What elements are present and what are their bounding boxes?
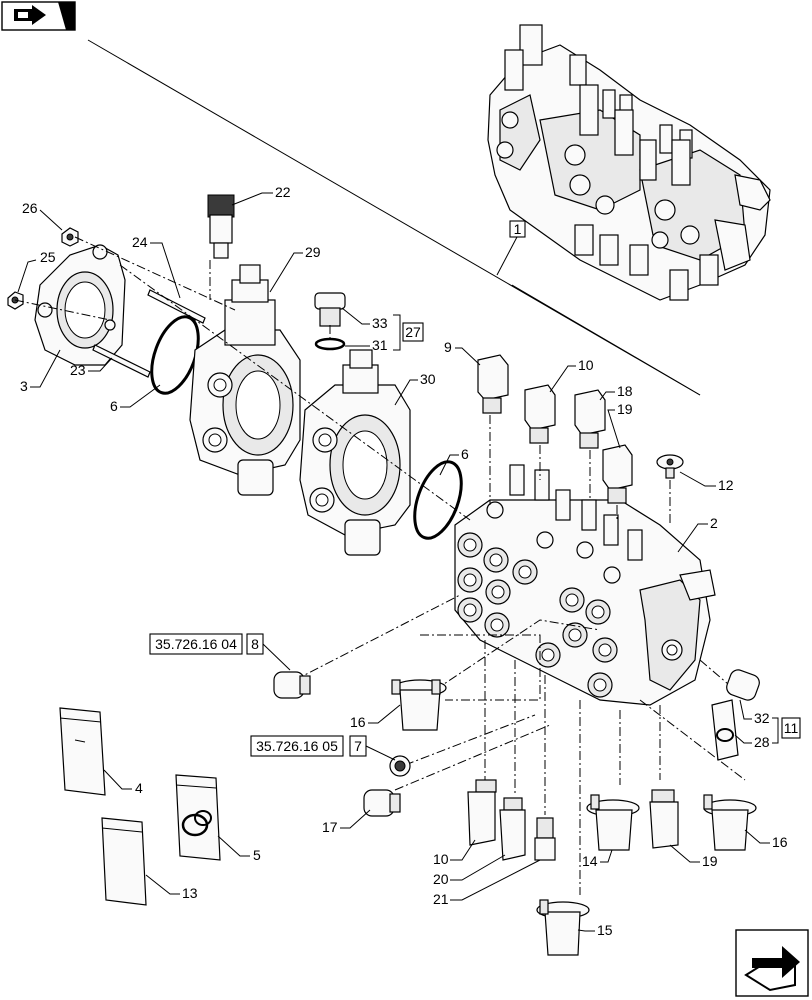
ref-box-1[interactable]: 1	[509, 220, 526, 238]
valve-section-30	[299, 349, 411, 556]
svg-text:15: 15	[597, 922, 613, 938]
cartridge-9	[477, 354, 509, 414]
svg-text:16: 16	[350, 714, 366, 730]
stud-23	[92, 344, 151, 378]
cartridge-18	[574, 389, 606, 449]
svg-text:2: 2	[710, 515, 718, 531]
svg-text:17: 17	[322, 819, 338, 835]
cartridge-10	[524, 384, 556, 444]
nut-26	[61, 227, 79, 247]
svg-text:9: 9	[444, 339, 452, 355]
bag-13	[101, 817, 147, 906]
svg-text:27: 27	[405, 324, 421, 340]
section-line-2	[511, 284, 701, 396]
assembled-valve-image	[487, 24, 771, 301]
svg-text:16: 16	[772, 834, 788, 850]
svg-text:10: 10	[578, 357, 594, 373]
svg-text:3: 3	[20, 378, 28, 394]
book-arrow-icon[interactable]	[1, 1, 76, 31]
svg-text:22: 22	[275, 184, 291, 200]
svg-text:14: 14	[582, 853, 598, 869]
ref-box-27[interactable]: 27	[402, 322, 424, 342]
ref-box-7[interactable]: 35.726.16 05 7	[250, 735, 367, 757]
svg-text:35.726.16 04: 35.726.16 04	[155, 636, 237, 652]
svg-text:20: 20	[433, 871, 449, 887]
cartridge-19-lower	[649, 789, 679, 849]
svg-text:23: 23	[70, 362, 86, 378]
svg-text:11: 11	[784, 720, 799, 736]
svg-text:30: 30	[420, 371, 436, 387]
svg-text:26: 26	[22, 200, 38, 216]
plug-17	[363, 789, 401, 817]
part-12	[656, 454, 684, 479]
svg-text:35.726.16 05: 35.726.16 05	[256, 738, 338, 754]
svg-text:4: 4	[135, 780, 143, 796]
svg-text:6: 6	[110, 398, 118, 414]
svg-text:32: 32	[754, 710, 770, 726]
svg-text:25: 25	[40, 249, 56, 265]
cartridge-20	[499, 797, 526, 861]
bracket	[393, 314, 401, 351]
o-ring-6-right	[413, 460, 463, 540]
cartridge-19	[602, 444, 633, 504]
bracket	[772, 717, 779, 744]
svg-text:31: 31	[372, 337, 388, 353]
end-cover-plate	[34, 244, 126, 366]
flange-16-left	[391, 679, 447, 731]
svg-text:13: 13	[182, 885, 198, 901]
cartridge-10-lower	[467, 779, 497, 846]
flange-14	[586, 794, 640, 851]
bag-4	[59, 707, 106, 796]
callouts: 26 25 24 22 29 3 23 6 33 31 9 10 18 19 3…	[17, 184, 788, 938]
plug-32	[726, 669, 760, 701]
leader	[365, 745, 396, 761]
svg-text:24: 24	[132, 234, 148, 250]
svg-text:5: 5	[253, 847, 261, 863]
main-valve-body-2	[454, 464, 716, 706]
svg-text:19: 19	[617, 401, 633, 417]
svg-text:29: 29	[305, 244, 321, 260]
svg-text:1: 1	[514, 221, 522, 237]
assembly-lines	[14, 236, 746, 895]
svg-text:21: 21	[433, 891, 449, 907]
svg-text:8: 8	[251, 636, 259, 652]
svg-text:12: 12	[718, 477, 734, 493]
leader	[496, 236, 518, 276]
svg-text:18: 18	[617, 383, 633, 399]
svg-text:10: 10	[433, 851, 449, 867]
part-22	[207, 194, 235, 259]
ref-box-11[interactable]: 11	[781, 717, 801, 739]
svg-text:6: 6	[461, 446, 469, 462]
svg-text:19: 19	[702, 853, 718, 869]
plug-8	[273, 671, 311, 699]
plug-33	[314, 292, 346, 327]
flange-15	[536, 899, 590, 956]
svg-text:7: 7	[354, 738, 362, 754]
valve-section-29	[189, 264, 301, 496]
seal-kit-28	[711, 699, 739, 761]
leader	[262, 643, 291, 671]
svg-text:33: 33	[372, 315, 388, 331]
next-page-arrow-icon[interactable]	[735, 929, 809, 997]
bag-5	[175, 774, 221, 861]
flange-16-right	[703, 794, 757, 851]
plug-7	[389, 755, 411, 777]
ref-box-8[interactable]: 35.726.16 04 8	[149, 633, 264, 655]
seal-31	[314, 337, 346, 351]
valve-21	[534, 817, 556, 861]
svg-text:28: 28	[754, 734, 770, 750]
